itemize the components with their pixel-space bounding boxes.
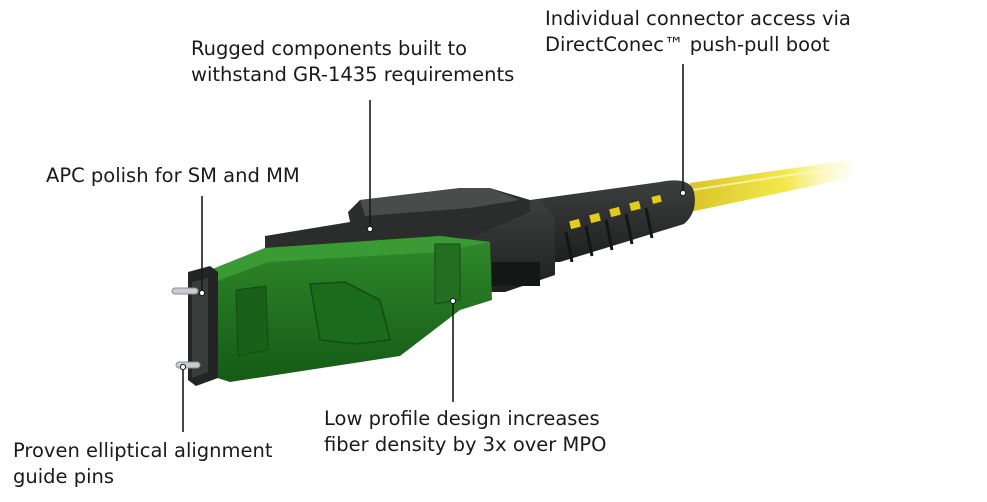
callout-apc-line1: APC polish for SM and MM xyxy=(46,164,300,187)
density-leader-dot xyxy=(449,297,457,305)
callout-connector-access: Individual connector access via DirectCo… xyxy=(545,6,851,58)
green-connector-body xyxy=(205,236,492,382)
callout-access-line1: Individual connector access via xyxy=(545,7,851,30)
callout-density-line2: fiber density by 3x over MPO xyxy=(324,433,607,456)
pins-leader-dot xyxy=(179,363,187,371)
callout-low-profile: Low profile design increases fiber densi… xyxy=(324,406,606,458)
fiber-cable xyxy=(690,160,850,212)
callout-rugged-line2: withstand GR-1435 requirements xyxy=(191,63,515,86)
callout-density-line1: Low profile design increases xyxy=(324,407,600,430)
push-pull-boot xyxy=(530,180,695,263)
callout-leaders xyxy=(182,64,684,432)
ferrule-face xyxy=(188,266,218,386)
callout-access-line2: DirectConec™ push-pull boot xyxy=(545,33,830,56)
callout-apc-polish: APC polish for SM and MM xyxy=(46,163,300,189)
callout-guide-pins: Proven elliptical alignment guide pins xyxy=(13,438,273,490)
callout-pins-line2: guide pins xyxy=(13,465,115,488)
apc-leader-dot xyxy=(198,289,206,297)
callout-rugged-components: Rugged components built to withstand GR-… xyxy=(191,36,514,88)
callout-pins-line1: Proven elliptical alignment xyxy=(13,439,273,462)
access-leader-dot xyxy=(679,189,687,197)
callout-rugged-line1: Rugged components built to xyxy=(191,37,468,60)
rugged-leader-dot xyxy=(366,225,374,233)
